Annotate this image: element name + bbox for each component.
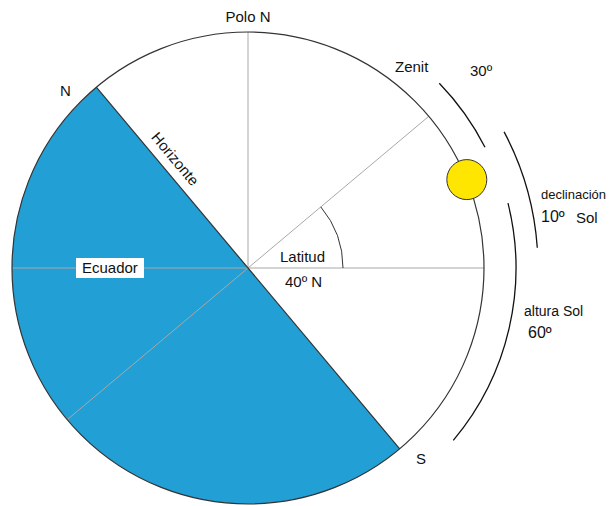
zenith-label: Zenit [395,58,428,76]
cardinal-label: S [416,450,426,468]
angle-value: 30º [470,62,492,80]
axis-line [248,116,429,268]
equator-label: Ecuador [82,259,138,277]
reference-lines [12,32,484,420]
angle-name: Sol [576,209,598,227]
angle-name: altura Sol [524,302,583,320]
axis-line [67,268,248,420]
sun-symbol [447,160,487,200]
angle-value: 10º [541,208,565,226]
sphere-outline [12,32,484,504]
below-horizon-region [12,87,400,504]
angle-value: 60º [528,324,552,342]
angle-value: 40º N [285,273,322,291]
angle-name: declinación [541,186,606,204]
angle-arc [504,132,537,248]
cardinal-label: N [60,82,71,100]
angle-arc [439,83,485,147]
angle-arc [453,203,516,440]
pole-label: Polo N [225,8,270,26]
angle-name: Latitud [280,248,325,266]
equator-box: Ecuador [76,258,144,278]
axis-line [248,268,484,269]
axis-line [248,32,249,268]
angle-arcs [439,83,537,440]
